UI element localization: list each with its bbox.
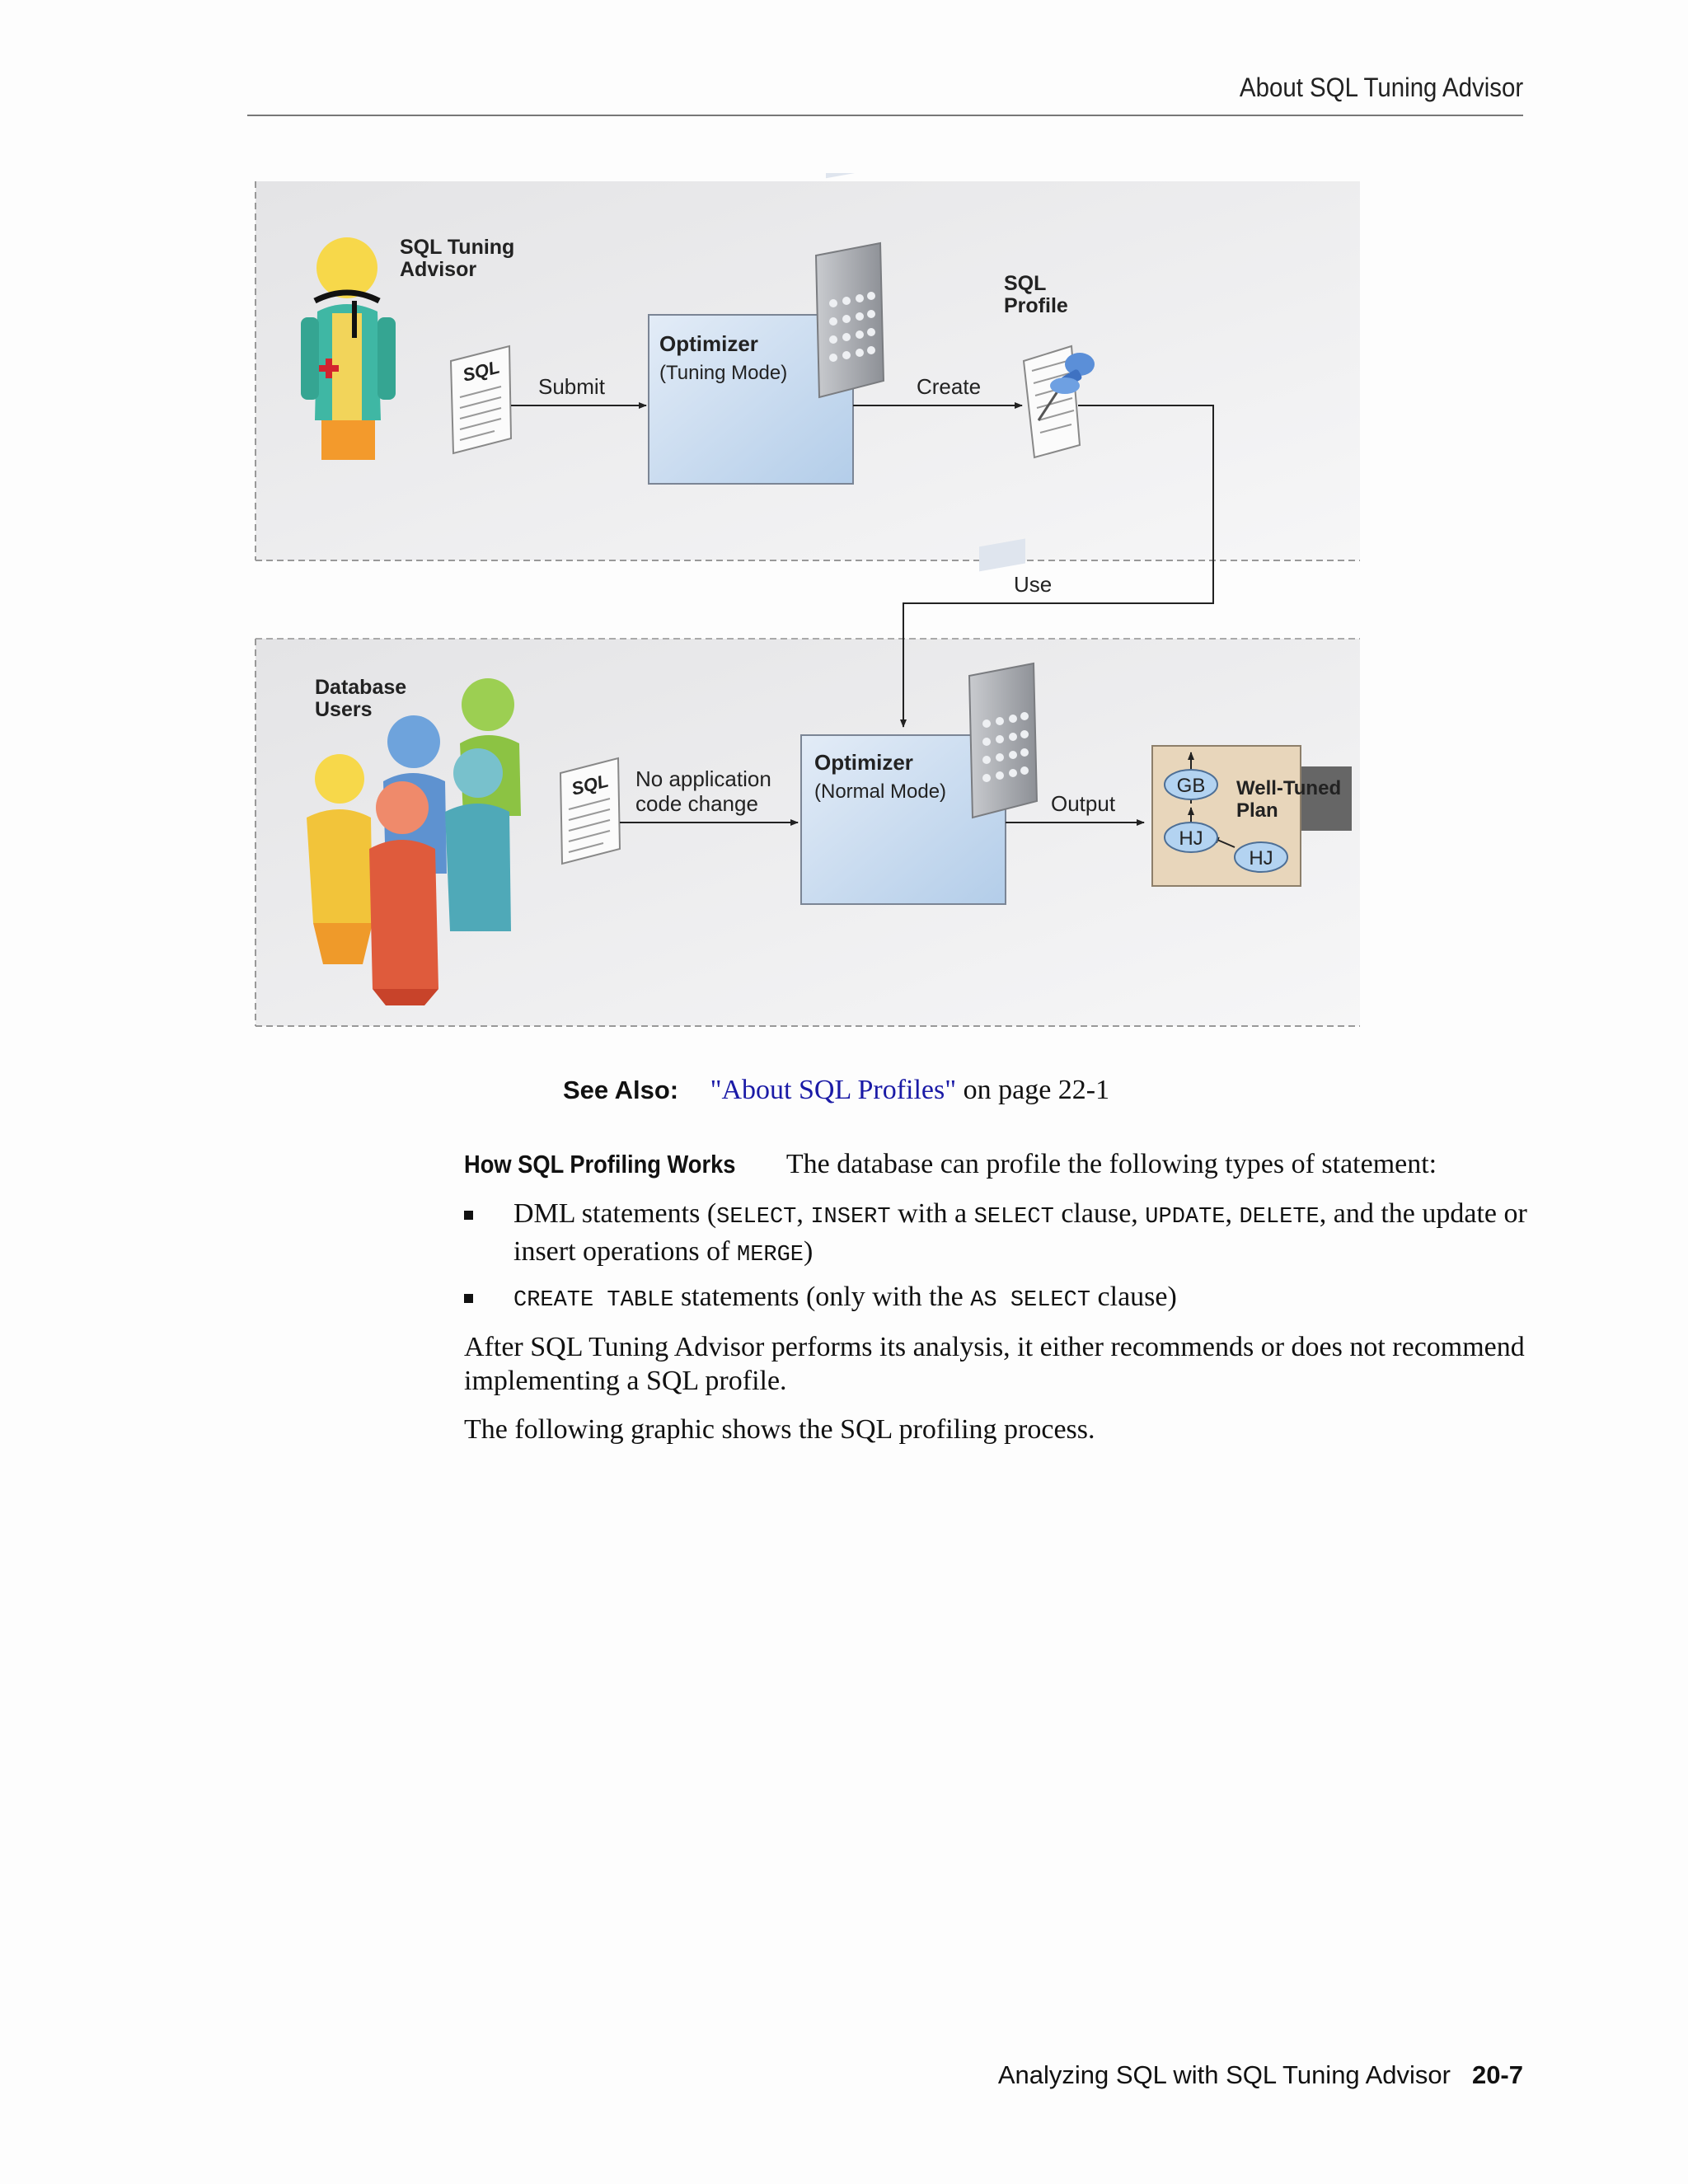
list-item: DML statements (SELECT, INSERT with a SE… (464, 1197, 1527, 1272)
code-insert: INSERT (810, 1205, 891, 1230)
code-as-select: AS SELECT (970, 1288, 1091, 1313)
bullet1-text: , (1225, 1198, 1240, 1229)
no-change-line1: No application (635, 766, 771, 791)
gb-node (1164, 769, 1218, 800)
paragraph-analysis: After SQL Tuning Advisor performs its an… (464, 1332, 1525, 1396)
running-header: About SQL Tuning Advisor (1239, 73, 1523, 102)
sql-document-icon-2 (559, 757, 621, 865)
bullet2-text: clause) (1090, 1282, 1177, 1312)
see-also: See Also: "About SQL Profiles" on page 2… (563, 1075, 1109, 1106)
gb-node-label: GB (1177, 775, 1206, 797)
no-change-line2: code change (635, 791, 758, 816)
bullet1-text: with a (890, 1198, 974, 1229)
paragraph-graphic-intro: The following graphic shows the SQL prof… (464, 1414, 1095, 1445)
optimizer-title: Optimizer (659, 331, 758, 356)
bullet2-text: statements (only with the (673, 1282, 971, 1312)
code-merge: MERGE (737, 1243, 804, 1268)
bullet1-text: DML statements ( (513, 1198, 717, 1229)
plan-label-line1: Well-Tuned (1236, 777, 1341, 799)
bullet1-text: , and the update or insert operations of (513, 1198, 1527, 1267)
use-label: Use (1014, 572, 1052, 597)
advisor-label-line1: SQL Tuning (400, 236, 514, 259)
users-label-line2: Users (315, 698, 373, 721)
submit-label: Submit (538, 374, 606, 399)
profile-label-line1: SQL (1004, 272, 1046, 295)
list-item: CREATE TABLE statements (only with the A… (464, 1280, 1527, 1318)
see-also-suffix: on page 22-1 (956, 1075, 1110, 1105)
bullet-icon (464, 1211, 473, 1220)
users-label-line1: Database (315, 676, 406, 699)
code-create-table: CREATE TABLE (513, 1288, 674, 1313)
optimizer-title-2: Optimizer (814, 750, 913, 775)
header-rule (247, 115, 1523, 116)
hj-node-1-label: HJ (1179, 827, 1203, 850)
code-update: UPDATE (1145, 1205, 1226, 1230)
use-connector (900, 405, 1214, 728)
see-also-label: See Also: (563, 1076, 679, 1104)
bullet1-text: clause, (1053, 1198, 1146, 1229)
page-number: 20-7 (1471, 2060, 1523, 2089)
plan-label-line2: Plan (1236, 799, 1278, 822)
sql-profiling-diagram: SQL Tuning Advisor SQL Submit Optimizer … (255, 173, 1360, 1027)
create-label: Create (917, 374, 981, 399)
hj-node-2 (1234, 841, 1288, 873)
advisor-label-line2: Advisor (400, 258, 476, 281)
page-footer: Analyzing SQL with SQL Tuning Advisor 20-… (998, 2060, 1523, 2090)
hj-node-2-label: HJ (1249, 847, 1273, 869)
bullet-icon (464, 1294, 473, 1303)
profile-label-line2: Profile (1004, 294, 1068, 317)
optimizer-mode-2: (Normal Mode) (814, 780, 946, 803)
hj-node-1 (1164, 822, 1218, 853)
sql-profile-icon (1022, 344, 1095, 459)
calculator-icon-2 (968, 538, 1039, 819)
code-delete: DELETE (1239, 1205, 1320, 1230)
section-runin-heading: How SQL Profiling Works (464, 1150, 736, 1179)
section-intro: How SQL Profiling Works The database can… (464, 1147, 1527, 1181)
bullet1-text: , (796, 1198, 811, 1229)
optimizer-mode: (Tuning Mode) (659, 362, 787, 384)
database-users-icon (307, 678, 521, 1005)
output-label: Output (1051, 791, 1116, 816)
bullet1-text: ) (804, 1236, 814, 1267)
sql-document-icon (449, 344, 513, 455)
code-select: SELECT (716, 1205, 797, 1230)
calculator-icon (814, 173, 885, 399)
see-also-link[interactable]: "About SQL Profiles" (710, 1075, 957, 1105)
code-select: SELECT (973, 1205, 1054, 1230)
section-intro-text: The database can profile the following t… (785, 1149, 1437, 1179)
plan-shadow (1294, 766, 1352, 831)
doctor-icon (301, 237, 396, 460)
footer-chapter-title: Analyzing SQL with SQL Tuning Advisor (997, 2060, 1451, 2089)
